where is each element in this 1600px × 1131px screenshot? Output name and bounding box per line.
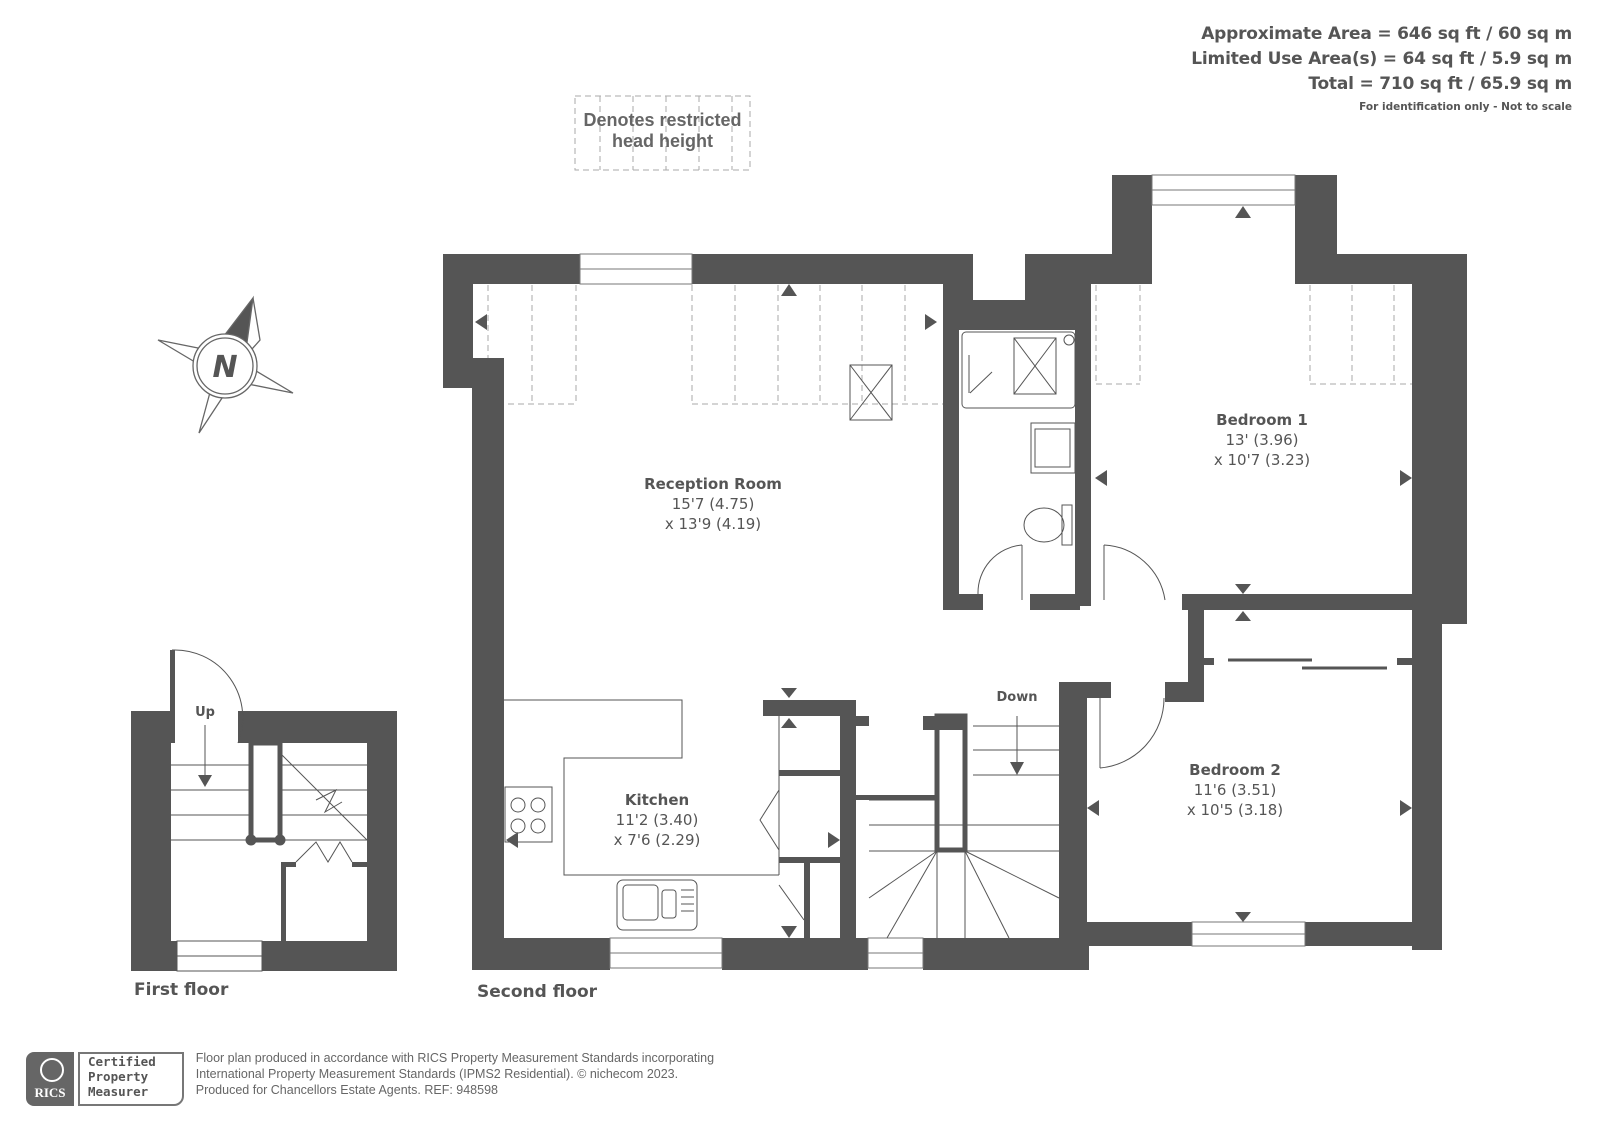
room-dimension-2: x 7'6 (2.29) xyxy=(613,831,701,849)
svg-text:N: N xyxy=(212,350,237,385)
room-reception: Reception Room 15'7 (4.75) x 13'9 (4.19) xyxy=(644,474,782,534)
legend-line-2: head height xyxy=(611,131,713,151)
room-name: Bedroom 1 xyxy=(1216,411,1308,429)
rics-logo: RICS xyxy=(26,1052,74,1106)
room-name: Reception Room xyxy=(644,475,782,493)
room-dimension-2: x 13'9 (4.19) xyxy=(664,515,762,533)
first-floor-walls xyxy=(131,650,397,971)
second-floor-label: Second floor xyxy=(477,982,598,1002)
room-dimension-1: 13' (3.96) xyxy=(1225,431,1299,449)
fixtures xyxy=(504,331,1387,939)
stairs-up-label: Up xyxy=(195,705,215,720)
dimension-arrow-icons xyxy=(198,206,1412,938)
restricted-height-legend: Denotes restricted head height xyxy=(575,96,750,170)
stairs-down-label: Down xyxy=(996,690,1038,705)
first-floor-label: First floor xyxy=(134,980,229,1000)
room-bedroom-1: Bedroom 1 13' (3.96) x 10'7 (3.23) xyxy=(1214,410,1310,470)
restricted-height-legend-box xyxy=(574,95,751,171)
room-name: Bedroom 2 xyxy=(1189,761,1281,779)
room-dimension-2: x 10'5 (3.18) xyxy=(1186,801,1284,819)
north-compass-icon: N xyxy=(157,295,294,434)
room-dimension-1: 11'2 (3.40) xyxy=(615,811,699,829)
first-floor-fixtures xyxy=(171,649,368,972)
room-dimension-2: x 10'7 (3.23) xyxy=(1213,451,1311,469)
room-dimension-1: 11'6 (3.51) xyxy=(1193,781,1277,799)
room-dimension-1: 15'7 (4.75) xyxy=(671,495,755,513)
room-bedroom-2: Bedroom 2 11'6 (3.51) x 10'5 (3.18) xyxy=(1187,760,1283,820)
limited-use-area: Limited Use Area(s) = 64 sq ft / 5.9 sq … xyxy=(1191,49,1572,69)
windows xyxy=(579,174,1306,969)
approximate-area: Approximate Area = 646 sq ft / 60 sq m xyxy=(1201,24,1572,44)
rics-lion-icon xyxy=(40,1058,64,1082)
scale-note: For identification only - Not to scale xyxy=(1359,101,1572,113)
second-floor-walls xyxy=(443,175,1467,970)
legend-line-1: Denotes restricted xyxy=(583,110,742,130)
total-area: Total = 710 sq ft / 65.9 sq m xyxy=(1308,74,1572,94)
restricted-head-height-areas xyxy=(487,285,1412,405)
footer: RICS Certified Property Measurer Floor p… xyxy=(26,1051,715,1106)
certified-property-measurer-badge: Certified Property Measurer xyxy=(78,1052,184,1106)
area-summary: Approximate Area = 646 sq ft / 60 sq m L… xyxy=(1191,22,1572,113)
footer-disclaimer: Floor plan produced in accordance with R… xyxy=(195,1051,715,1097)
room-name: Kitchen xyxy=(624,791,690,809)
room-kitchen: Kitchen 11'2 (3.40) x 7'6 (2.29) xyxy=(614,790,701,850)
